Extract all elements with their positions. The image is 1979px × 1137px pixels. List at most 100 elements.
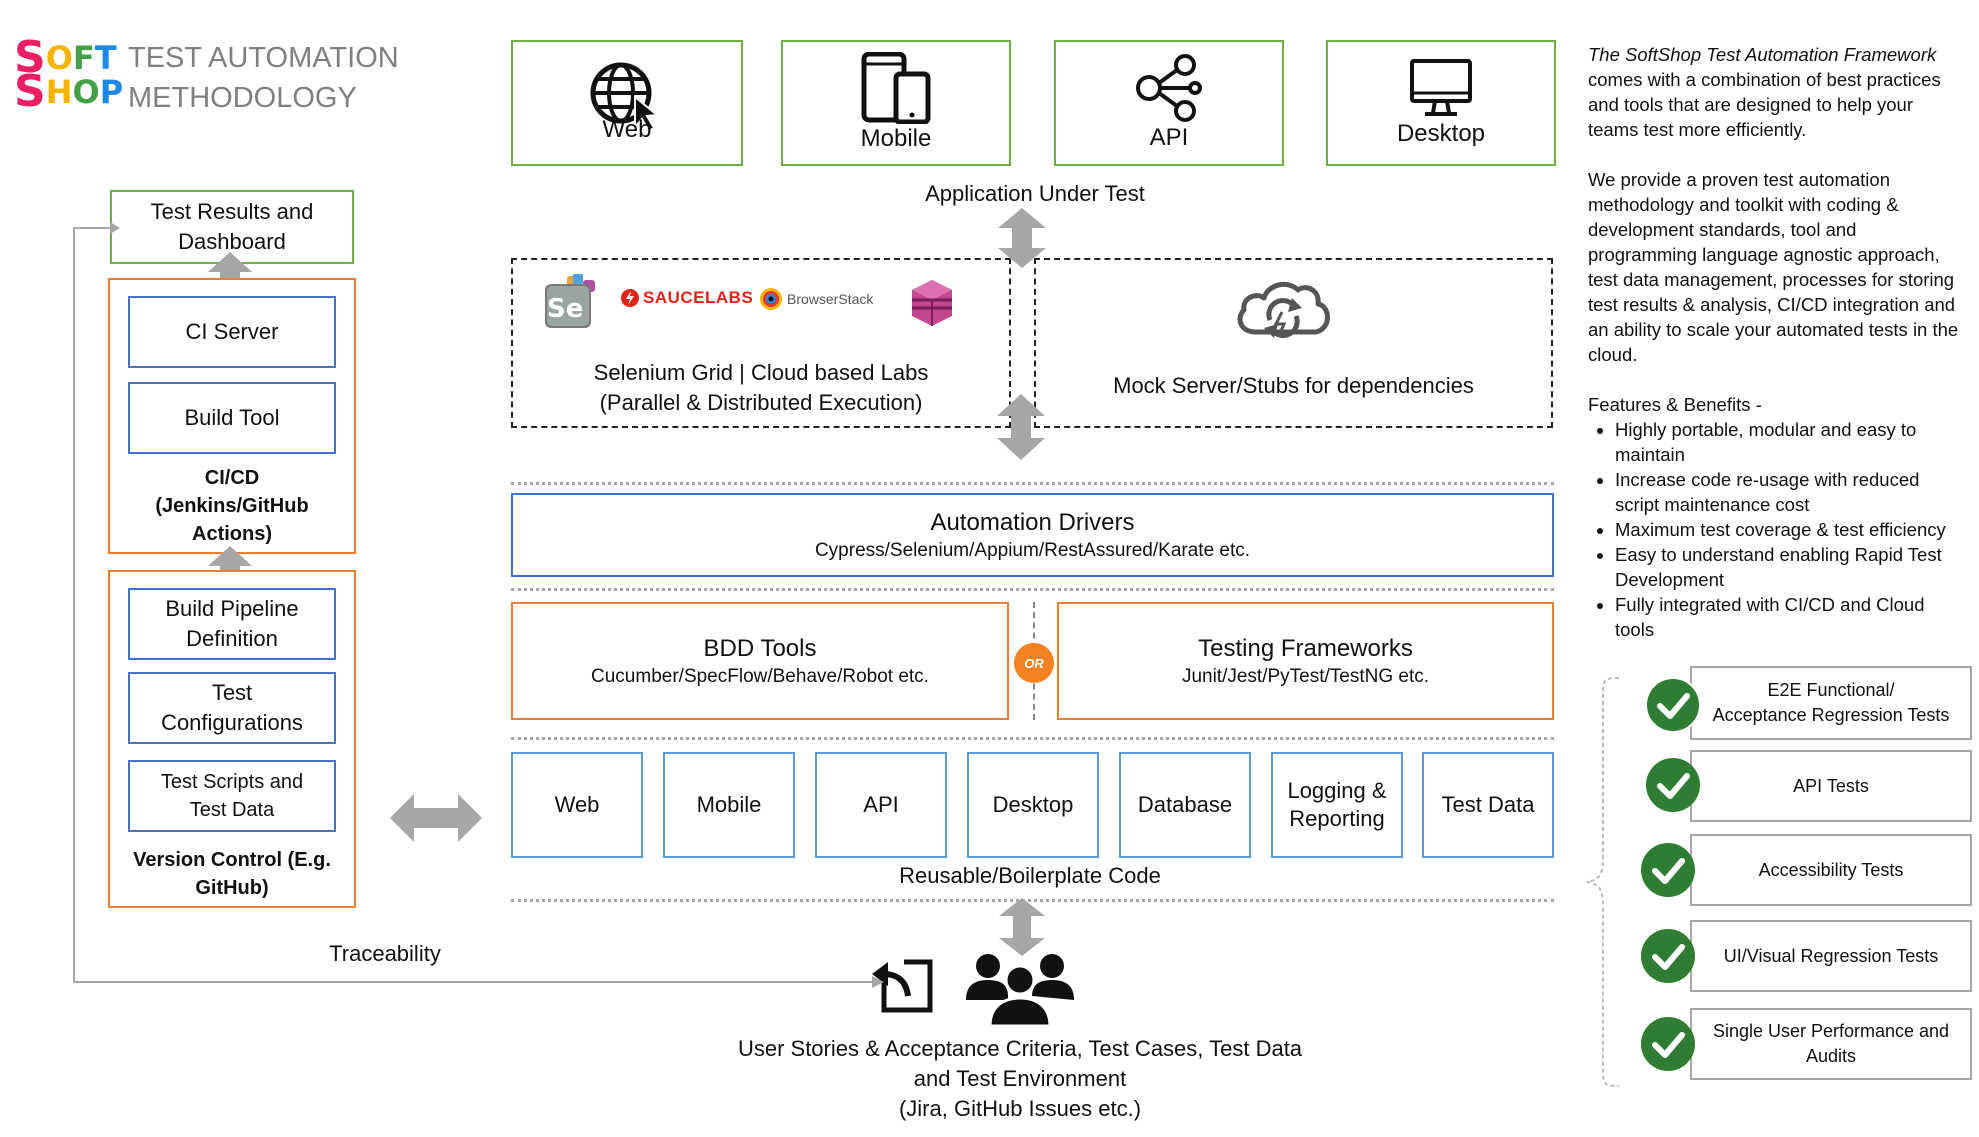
- configs-label: Test Configurations: [161, 680, 303, 735]
- up-arrow-vcs: [208, 546, 252, 586]
- test-type-performance: Single User Performance and Audits: [1690, 1008, 1972, 1080]
- test-configurations-box: Test Configurations: [128, 672, 336, 744]
- aut-tile-web: Web: [511, 40, 743, 166]
- reusable-label: Logging & Reporting: [1287, 778, 1387, 831]
- reusable-label: Mobile: [696, 792, 762, 817]
- aws-cube-icon: [912, 280, 952, 326]
- browserstack-logo: BrowserStack: [759, 287, 873, 311]
- build-pipeline-box: Build Pipeline Definition: [128, 588, 336, 660]
- test-type-api: API Tests: [1690, 750, 1972, 822]
- aut-tile-label: API: [1149, 124, 1189, 151]
- saucelabs-icon: [621, 289, 639, 307]
- test-types-brace: [1586, 677, 1620, 1087]
- arrow-aut-to-grid: [998, 208, 1046, 268]
- reusable-box-api: API: [815, 752, 947, 858]
- aws-device-farm-logo: [910, 278, 954, 328]
- build-tool-label: Build Tool: [184, 405, 280, 430]
- saucelabs-text: SAUCELABS: [643, 288, 754, 307]
- logo-row-1: S O F T: [14, 36, 117, 80]
- grid-region: [511, 258, 1011, 428]
- grid-line-2: (Parallel & Distributed Execution): [599, 390, 923, 415]
- arrow-pipeline-to-framework: [390, 794, 482, 842]
- saucelabs-logo: SAUCELABS: [620, 288, 753, 308]
- stories-text: User Stories & Acceptance Criteria, Test…: [700, 1034, 1340, 1124]
- globe-cursor-icon: [590, 62, 660, 131]
- selenium-logo-text: Se: [547, 294, 584, 324]
- drivers-subtitle: Cypress/Selenium/Appium/RestAssured/Kara…: [814, 539, 1251, 561]
- or-badge: OR: [1014, 643, 1054, 683]
- features-list: Highly portable, modular and easy to mai…: [1588, 417, 1968, 642]
- browserstack-text: BrowserStack: [787, 291, 874, 307]
- description-intro: The SoftShop Test Automation Framework c…: [1588, 42, 1968, 142]
- feature-item: Fully integrated with CI/CD and Cloud to…: [1615, 592, 1968, 642]
- softshop-logo: S O F T S H O P: [14, 36, 123, 120]
- logo-letter: P: [99, 73, 124, 111]
- test-type-label: API Tests: [1793, 775, 1869, 796]
- reusable-caption: Reusable/Boilerplate Code: [899, 863, 1161, 888]
- test-scripts-box: Test Scripts and Test Data: [128, 760, 336, 832]
- arrow-code-to-stories: [999, 898, 1045, 956]
- reusable-label: Desktop: [992, 792, 1074, 817]
- logo-letter: S: [14, 66, 46, 117]
- separator: [511, 737, 1554, 740]
- logo-row-2: S H O P: [14, 66, 123, 117]
- build-tool-box: Build Tool: [128, 382, 336, 454]
- feature-item: Highly portable, modular and easy to mai…: [1615, 417, 1968, 467]
- check-circle-icon: [1646, 758, 1700, 812]
- ci-server-label: CI Server: [185, 319, 279, 344]
- page-title: TEST AUTOMATION METHODOLOGY: [128, 38, 399, 118]
- test-results-dashboard-box: Test Results and Dashboard: [110, 190, 354, 264]
- traceability-label: Traceability: [329, 941, 441, 966]
- feature-item: Easy to understand enabling Rapid Test D…: [1615, 542, 1968, 592]
- logo-letter: T: [94, 39, 117, 77]
- test-type-e2e: E2E Functional/ Acceptance Regression Te…: [1690, 666, 1972, 740]
- title-line-1: TEST AUTOMATION: [128, 42, 399, 74]
- test-type-visual: UI/Visual Regression Tests: [1690, 920, 1972, 992]
- up-arrow-results: [208, 252, 252, 292]
- monitor-icon: [1410, 59, 1472, 116]
- separator: [511, 899, 1554, 902]
- logo-letter: H: [45, 73, 73, 111]
- mobile-tablet-icon: [861, 52, 931, 124]
- aut-tile-mobile: Mobile: [781, 40, 1011, 166]
- reusable-box-database: Database: [1119, 752, 1251, 858]
- cloud-sync-icon: [1232, 276, 1334, 348]
- or-badge-text: OR: [1024, 655, 1044, 671]
- test-type-label: E2E Functional/ Acceptance Regression Te…: [1712, 680, 1950, 725]
- feature-item: Maximum test coverage & test efficiency: [1615, 517, 1968, 542]
- framework-description: The SoftShop Test Automation Framework c…: [1588, 42, 1968, 642]
- reusable-label: Database: [1137, 792, 1233, 817]
- reusable-label: Web: [554, 792, 600, 817]
- description-para2: We provide a proven test automation meth…: [1588, 169, 1959, 365]
- feature-item: Increase code re-usage with reduced scri…: [1615, 467, 1968, 517]
- check-circle-icon: [1645, 677, 1701, 733]
- separator: [511, 588, 1554, 591]
- bdd-subtitle: Cucumber/SpecFlow/Behave/Robot etc.: [591, 665, 929, 687]
- vcs-label: Version Control (E.g. GitHub): [133, 849, 331, 899]
- reusable-box-desktop: Desktop: [967, 752, 1099, 858]
- ci-server-box: CI Server: [128, 296, 336, 368]
- features-title: Features & Benefits -: [1588, 394, 1762, 415]
- reusable-box-testdata: Test Data: [1422, 752, 1554, 858]
- reusable-box-mobile: Mobile: [663, 752, 795, 858]
- bdd-tools-box: BDD Tools Cucumber/SpecFlow/Behave/Robot…: [511, 602, 1009, 720]
- pipeline-label: Build Pipeline Definition: [165, 596, 299, 651]
- separator: [511, 482, 1554, 485]
- stories-line-2: and Test Environment: [913, 1066, 1127, 1091]
- grid-text: Selenium Grid | Cloud based Labs (Parall…: [511, 358, 1011, 418]
- export-arrow-icon: [872, 958, 933, 1013]
- grid-line-1: Selenium Grid | Cloud based Labs: [593, 360, 929, 385]
- aut-tile-label: Mobile: [860, 125, 932, 152]
- bdd-title: BDD Tools: [703, 634, 817, 662]
- testing-frameworks-box: Testing Frameworks Junit/Jest/PyTest/Tes…: [1057, 602, 1554, 720]
- stories-line-1: User Stories & Acceptance Criteria, Test…: [737, 1036, 1303, 1061]
- aut-caption: Application Under Test: [925, 181, 1145, 206]
- logo-letter: O: [45, 39, 73, 77]
- drivers-title: Automation Drivers: [930, 508, 1135, 536]
- browserstack-icon: [760, 288, 782, 310]
- check-circle-icon: [1641, 1017, 1695, 1071]
- traceability-connector: [73, 222, 884, 988]
- logo-letter: O: [72, 73, 100, 111]
- stories-line-3: (Jira, GitHub Issues etc.): [898, 1096, 1142, 1121]
- mock-region: [1034, 258, 1553, 428]
